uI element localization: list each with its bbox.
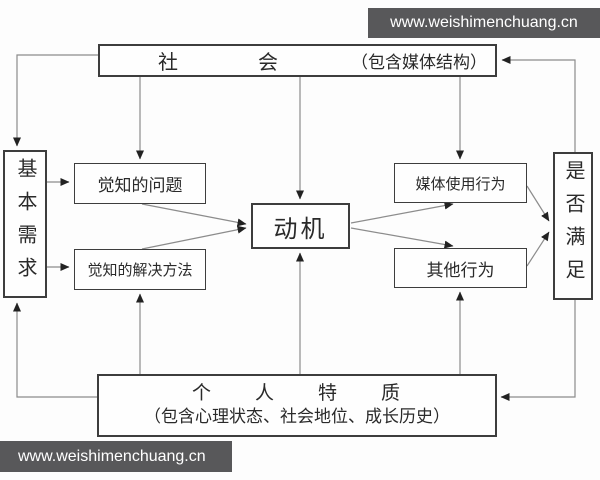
node-media-use-behavior: 媒体使用行为 [394, 163, 527, 203]
society-note: （包含媒体结构） [351, 53, 487, 72]
watermark-url-top: www.weishimenchuang.cn [390, 14, 578, 31]
node-perceived-solution: 觉知的解决方法 [74, 249, 206, 290]
perceived-solution-label: 觉知的解决方法 [87, 263, 193, 279]
satisfied-label: 是否满足 [562, 160, 584, 292]
media-use-behavior-label: 媒体使用行为 [415, 176, 506, 193]
basic-needs-label: 基本需求 [14, 158, 36, 290]
node-satisfied: 是否满足 [553, 152, 593, 300]
perceived-problem-label: 觉知的问题 [97, 176, 183, 195]
node-society: 社 会 （包含媒体结构） [98, 44, 497, 77]
personal-traits-note: （包含心理状态、社会地位、成长历史） [144, 407, 450, 427]
node-basic-needs: 基本需求 [3, 150, 47, 298]
society-label: 社 会 [158, 52, 278, 74]
node-motivation: 动机 [251, 203, 350, 249]
watermark-url-bottom: www.weishimenchuang.cn [18, 447, 206, 465]
node-other-behavior: 其他行为 [394, 248, 527, 288]
node-perceived-problem: 觉知的问题 [74, 163, 206, 204]
motivation-label: 动机 [273, 216, 328, 243]
node-personal-traits: 个 人 特 质 （包含心理状态、社会地位、成长历史） [97, 374, 497, 437]
other-behavior-label: 其他行为 [426, 260, 495, 280]
watermark-banner-top: www.weishimenchuang.cn [368, 8, 600, 38]
watermark-banner-bottom: www.weishimenchuang.cn [0, 441, 232, 472]
personal-traits-label: 个 人 特 质 [191, 383, 402, 405]
